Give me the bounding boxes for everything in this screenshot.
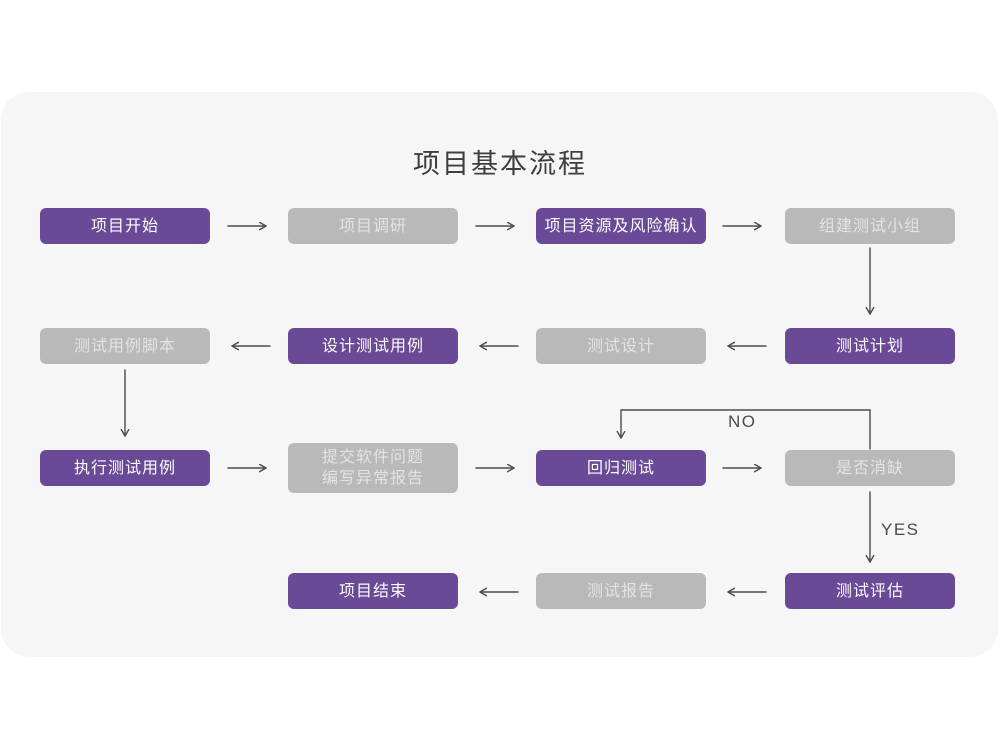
node-project-end: 项目结束 xyxy=(288,573,458,609)
node-execute-test-cases: 执行测试用例 xyxy=(40,450,210,486)
node-build-test-team: 组建测试小组 xyxy=(785,208,955,244)
issue-line-1: 提交软件问题 xyxy=(321,449,424,466)
edge-label-yes: YES xyxy=(881,520,920,539)
node-resource-risk-confirm: 项目资源及风险确认 xyxy=(536,208,706,244)
node-test-case-script: 测试用例脚本 xyxy=(40,328,210,364)
node-test-report: 测试报告 xyxy=(536,573,706,609)
node-defect-cleared: 是否消缺 xyxy=(785,450,955,486)
node-design-test-cases: 设计测试用例 xyxy=(288,328,458,364)
node-submit-issue-report: 提交软件问题 编写异常报告 xyxy=(288,443,458,493)
card-background xyxy=(1,92,998,657)
node-project-research: 项目调研 xyxy=(288,208,458,244)
node-test-evaluate: 测试评估 xyxy=(785,573,955,609)
node-project-start: 项目开始 xyxy=(40,208,210,244)
edge-label-no: NO xyxy=(728,412,757,431)
page-title: 项目基本流程 xyxy=(413,149,587,179)
node-test-plan: 测试计划 xyxy=(785,328,955,364)
issue-line-2: 编写异常报告 xyxy=(321,470,424,487)
node-test-design: 测试设计 xyxy=(536,328,706,364)
node-regression-test: 回归测试 xyxy=(536,450,706,486)
